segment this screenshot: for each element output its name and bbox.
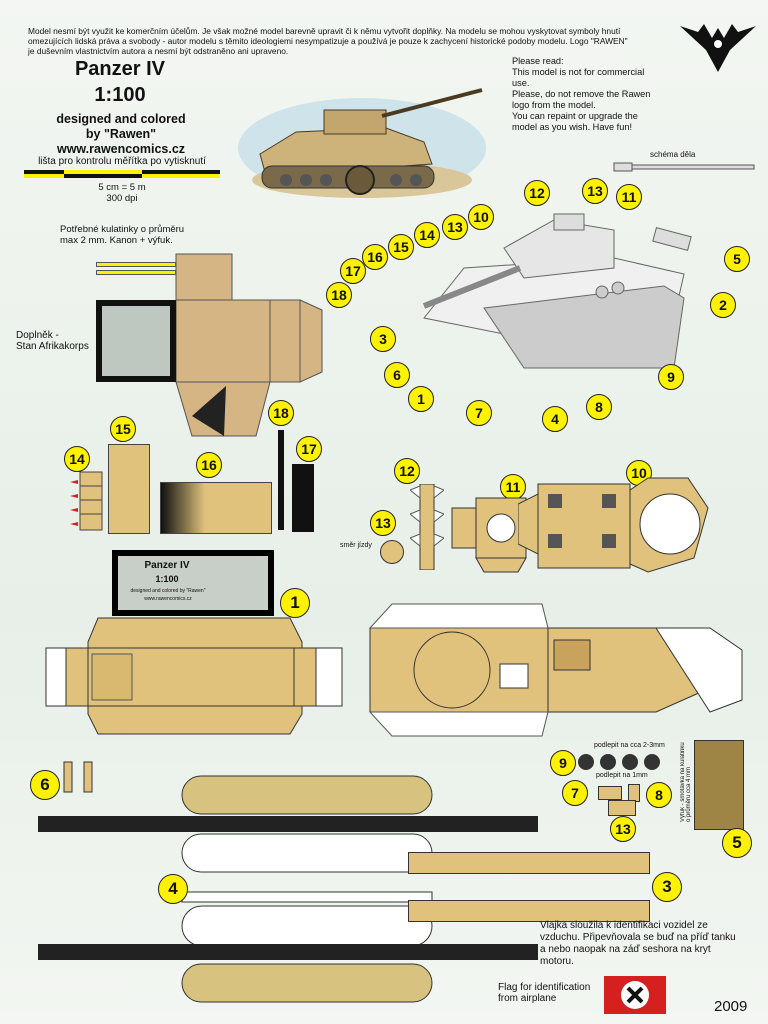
callout-13b: 13 bbox=[442, 214, 468, 240]
tank-illustration bbox=[238, 88, 486, 198]
part-label-1: 1 bbox=[280, 588, 310, 618]
callout-9: 9 bbox=[658, 364, 684, 390]
part-5-exhaust-wrap bbox=[694, 740, 744, 830]
track-set-upper bbox=[38, 775, 538, 873]
part-label-9: 9 bbox=[550, 750, 576, 776]
part-label-16: 16 bbox=[196, 452, 222, 478]
card-site: www.rawencomics.cz bbox=[144, 596, 192, 602]
flag-note-cz: Vlajka sloužila k identifikaci vozidel z… bbox=[540, 920, 736, 967]
part-label-15: 15 bbox=[110, 416, 136, 442]
part-label-14: 14 bbox=[64, 446, 90, 472]
tent-net bbox=[96, 253, 323, 437]
callout-7: 7 bbox=[466, 400, 492, 426]
legal-notice: Model nesmí být využit ke komerčním účel… bbox=[28, 26, 628, 56]
part-label-4: 4 bbox=[158, 874, 188, 904]
part-12-net bbox=[410, 484, 444, 570]
assembly-diagram bbox=[422, 213, 692, 369]
identification-flag bbox=[604, 976, 666, 1014]
please-read-note: Please read: This model is not for comme… bbox=[512, 56, 651, 132]
callout-5: 5 bbox=[724, 246, 750, 272]
glue-label-1mm: podlepit na 1mm bbox=[596, 772, 648, 779]
model-title: Panzer IV 1:100 bbox=[74, 58, 166, 106]
part-label-7: 7 bbox=[562, 780, 588, 806]
callout-17: 17 bbox=[340, 258, 366, 284]
callout-1: 1 bbox=[408, 386, 434, 412]
card-credit: designed and colored by "Rawen" bbox=[130, 588, 206, 594]
part-label-3: 3 bbox=[652, 872, 682, 902]
part-2-net bbox=[368, 603, 743, 737]
part-label-13: 13 bbox=[370, 510, 396, 536]
card-scale: 1:100 bbox=[155, 574, 179, 584]
part-label-5: 5 bbox=[722, 828, 752, 858]
callout-8: 8 bbox=[586, 394, 612, 420]
part-label-8: 8 bbox=[646, 782, 672, 808]
exhaust-label: Výfuk - smotávka na kulatinku o průměru … bbox=[680, 742, 692, 822]
part-1-net bbox=[45, 617, 343, 735]
part-13b-net bbox=[608, 800, 636, 816]
callout-4: 4 bbox=[542, 406, 568, 432]
callout-13: 13 bbox=[582, 178, 608, 204]
part-7-net bbox=[598, 786, 622, 800]
part-label-6: 6 bbox=[30, 770, 60, 800]
part-16-net bbox=[160, 482, 272, 534]
direction-label: směr jízdy bbox=[340, 542, 372, 549]
callout-14: 14 bbox=[414, 222, 440, 248]
callout-15: 15 bbox=[388, 234, 414, 260]
part-label-13b: 13 bbox=[610, 816, 636, 842]
part-13-hatch bbox=[380, 540, 404, 564]
card-title: Panzer IV bbox=[144, 560, 190, 571]
glue-label-2-3mm: podlepit na cca 2-3mm bbox=[594, 742, 665, 749]
tent-label: Doplněk - Stan Afrikakorps bbox=[16, 330, 89, 352]
callout-18: 18 bbox=[326, 282, 352, 308]
designer-credit: designed and colored by "Rawen" www.rawe… bbox=[56, 112, 186, 156]
rawen-eagle-logo bbox=[680, 24, 756, 72]
part-9-wheels bbox=[578, 754, 660, 770]
part-10-net bbox=[518, 477, 709, 573]
callout-12: 12 bbox=[524, 180, 550, 206]
rods-note: Potřebné kulatinky o průměru max 2 mm. K… bbox=[60, 224, 185, 246]
part-3-strip-lower bbox=[408, 900, 650, 922]
callout-11: 11 bbox=[616, 184, 642, 210]
scale-check-bar bbox=[24, 170, 220, 178]
callout-3: 3 bbox=[370, 326, 396, 352]
part-label-18: 18 bbox=[268, 400, 294, 426]
callout-16: 16 bbox=[362, 244, 388, 270]
flag-note-en: Flag for identification from airplane bbox=[498, 982, 591, 1004]
part-17-net bbox=[292, 464, 314, 532]
part-3-strip-upper bbox=[408, 852, 650, 874]
scale-note: 5 cm = 5 m 300 dpi bbox=[98, 182, 146, 204]
year-label: 2009 bbox=[714, 998, 748, 1015]
callout-2: 2 bbox=[710, 292, 736, 318]
callout-6: 6 bbox=[384, 362, 410, 388]
callout-10: 10 bbox=[468, 204, 494, 230]
part-14-net bbox=[70, 471, 103, 531]
part-label-17: 17 bbox=[296, 436, 322, 462]
part-18-net bbox=[278, 430, 284, 530]
track-set-lower bbox=[38, 891, 538, 1003]
cannon-schema-label: schéma děla bbox=[650, 150, 696, 159]
part-6-net bbox=[63, 761, 93, 793]
cannon-schema bbox=[613, 162, 755, 172]
scale-check-label: lišta pro kontrolu měřítka po vytisknutí bbox=[38, 156, 206, 167]
title-card: Panzer IV 1:100 designed and colored by … bbox=[112, 550, 274, 616]
part-15-net bbox=[108, 444, 150, 534]
part-label-12: 12 bbox=[394, 458, 420, 484]
